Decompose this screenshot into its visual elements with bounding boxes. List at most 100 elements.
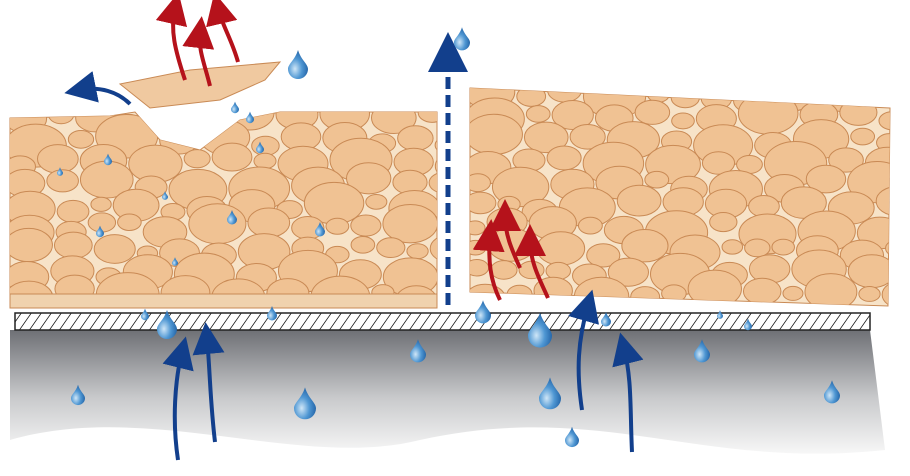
water-drop-icon	[157, 310, 177, 339]
foam-cell	[470, 113, 523, 155]
foam-cell	[516, 88, 547, 107]
foam-cell	[577, 216, 603, 235]
foam-cell	[440, 212, 467, 231]
foam-cell	[365, 193, 388, 210]
substrate	[10, 330, 885, 454]
foam-cell	[782, 285, 804, 301]
water-drop-icon	[96, 225, 104, 238]
foam-cell	[434, 151, 437, 181]
foam-cell	[350, 236, 376, 254]
water-drop-icon	[57, 167, 63, 176]
detached-fragment	[118, 61, 282, 109]
foam-cell	[621, 229, 669, 263]
moisture-arrow-icon	[192, 322, 225, 443]
vapor-arrow-icon	[206, 0, 240, 63]
water-drop-icon	[528, 312, 552, 348]
water-drop-icon	[475, 300, 491, 324]
foam-cell	[253, 152, 277, 170]
foam-cell	[721, 239, 744, 255]
foam-cell	[607, 257, 650, 287]
foam-cell	[850, 127, 876, 146]
foam-cell	[805, 164, 847, 194]
water-drop-icon	[410, 339, 426, 363]
foam-cell	[67, 129, 95, 149]
water-drop-icon	[744, 318, 752, 331]
foam-cell	[188, 203, 247, 245]
foam-cell	[406, 243, 429, 260]
foam-cell	[376, 237, 406, 259]
water-drop-icon	[315, 222, 325, 237]
foam-cell	[536, 231, 586, 266]
foam-cell	[429, 234, 437, 263]
foam-cell	[93, 234, 136, 264]
foam-cell	[183, 149, 211, 169]
foam-cell	[251, 135, 280, 156]
foam-cell	[687, 269, 742, 306]
foam-cell	[573, 276, 630, 306]
foam-cell	[117, 213, 142, 232]
foam-cell	[547, 88, 582, 103]
foam-cell	[828, 147, 864, 173]
foam-cell	[53, 231, 93, 260]
foam-cell	[744, 238, 771, 258]
water-drop-icon	[71, 384, 85, 406]
vapor-arrow-icon	[182, 16, 215, 87]
foam-cell	[771, 238, 795, 256]
foam-cell	[470, 258, 490, 277]
foam-cell	[569, 123, 606, 150]
membrane-layer	[14, 312, 871, 331]
vapor-arrow-icon	[489, 199, 522, 269]
foam-cell	[90, 196, 112, 212]
foam-cell	[190, 112, 224, 134]
foam-cell	[46, 169, 79, 193]
water-drop-icon	[246, 111, 254, 124]
foam-cell	[48, 112, 75, 125]
foam-cell	[56, 199, 90, 224]
foam-cell	[417, 112, 437, 123]
foam-cell	[370, 112, 417, 134]
foam-cell	[434, 136, 437, 154]
foam-cell	[470, 220, 486, 236]
right-insulation-slab	[469, 87, 891, 307]
water-drop-icon	[601, 312, 611, 327]
water-drop-icon	[172, 257, 178, 266]
foam-cell	[644, 170, 670, 189]
foam-cell	[630, 286, 661, 306]
foam-cell	[523, 121, 569, 154]
moisture-arrow-icon	[612, 332, 644, 453]
foam-cell	[586, 243, 621, 268]
foam-cell	[247, 207, 291, 238]
foam-cell	[551, 100, 594, 130]
water-drop-icon	[824, 380, 840, 404]
water-drop-icon	[231, 101, 239, 114]
water-drop-icon	[539, 377, 561, 410]
water-drop-icon	[256, 141, 264, 154]
foam-cell	[470, 173, 491, 193]
foam-cell	[490, 260, 518, 280]
foam-cell	[875, 186, 890, 217]
foam-cell	[858, 286, 881, 302]
foam-cell	[634, 99, 671, 125]
foam-cell	[742, 277, 782, 306]
foam-cell	[428, 171, 437, 194]
foam-cell	[87, 212, 117, 233]
foam-cell	[875, 88, 890, 108]
moisture-arrow-icon	[162, 336, 194, 461]
foam-cell	[382, 203, 437, 244]
moisture-arrow-icon	[568, 289, 599, 411]
foam-cell	[546, 145, 582, 171]
water-drop-icon	[565, 426, 579, 448]
water-drop-icon	[162, 191, 168, 200]
water-drop-icon	[267, 306, 277, 321]
foam-cell	[470, 239, 487, 256]
water-drop-icon	[694, 339, 710, 363]
water-drop-icon	[454, 27, 470, 51]
moisture-arrow-icon	[64, 71, 132, 106]
foam-cell	[839, 98, 878, 126]
foam-cell	[885, 239, 890, 258]
foam-cell	[878, 111, 890, 131]
foam-cell	[804, 273, 858, 306]
foam-cell	[345, 162, 392, 195]
water-drop-icon	[294, 387, 316, 420]
